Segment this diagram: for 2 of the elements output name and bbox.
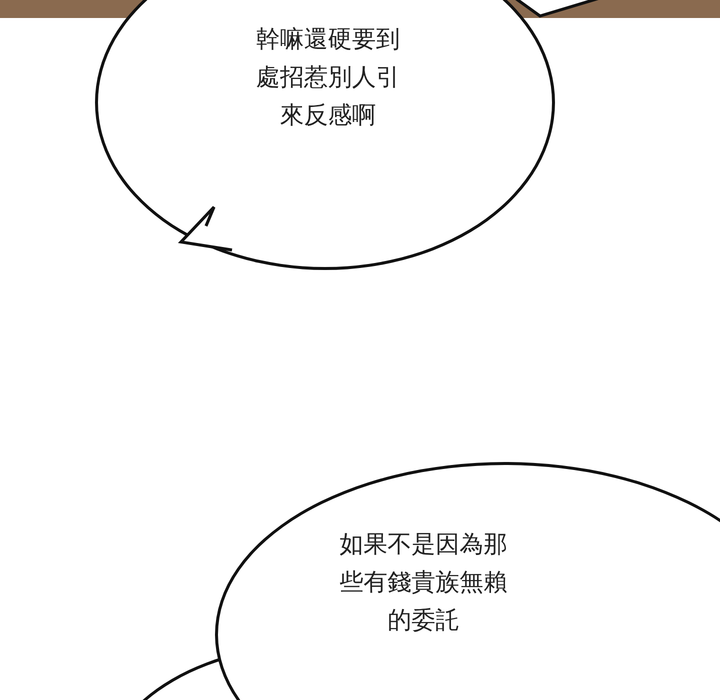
dialogue-text: 如果不是因為那些有錢貴族無賴的委託 [338, 529, 508, 636]
dialogue-text: 幹嘛還硬要到處招惹別人引來反感啊 [255, 24, 401, 131]
